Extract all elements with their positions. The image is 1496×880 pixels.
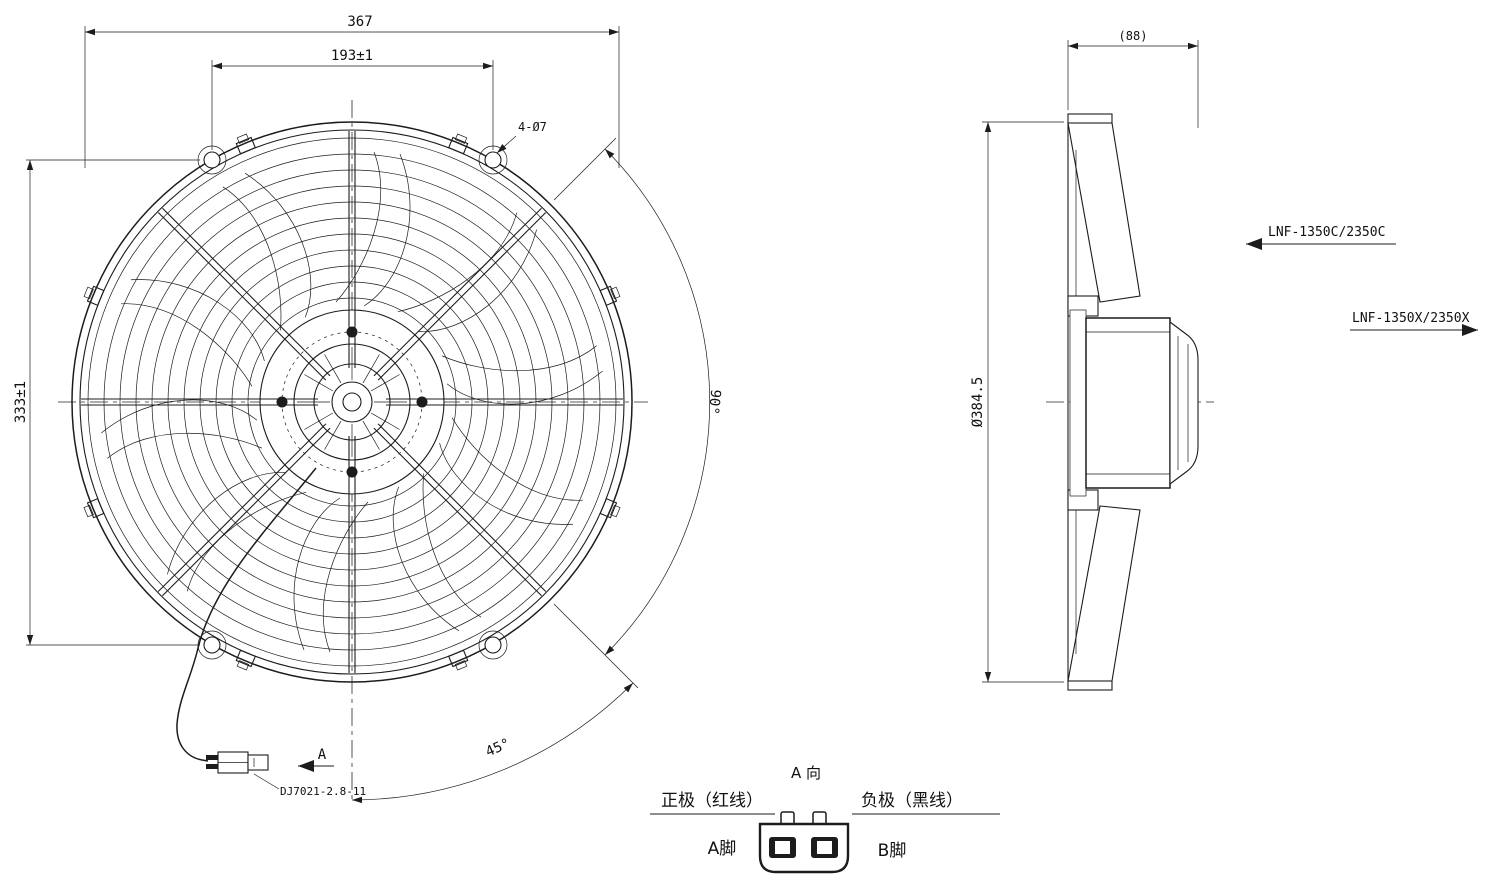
dim-367-label: 367 bbox=[347, 14, 372, 30]
angle-45-label: 45° bbox=[483, 736, 513, 761]
dim-diameter: Ø384.5 bbox=[970, 121, 1064, 683]
model-label-blowing: LNF-1350X/2350X bbox=[1350, 311, 1478, 336]
side-view: (88) Ø384.5 LNF-1350C/2350C LNF-1350X/23… bbox=[970, 29, 1478, 691]
model-label-blowing-text: LNF-1350X/2350X bbox=[1352, 311, 1470, 326]
dim-depth-label: (88) bbox=[1119, 29, 1148, 43]
hub bbox=[259, 309, 445, 495]
view-a-title: A 向 bbox=[791, 764, 821, 782]
angle-90: 90° bbox=[553, 137, 724, 689]
dim-hole-spacing-v: 333±1 bbox=[13, 159, 200, 646]
dim-width-367: 367 bbox=[84, 14, 620, 168]
motor-assembly bbox=[1067, 295, 1199, 511]
holes-note-label: 4-Ø7 bbox=[518, 120, 547, 134]
angle-90-label: 90° bbox=[705, 389, 724, 416]
wire-connector: DJ7021-2.8-11 bbox=[206, 751, 366, 798]
dim-333-label: 333±1 bbox=[13, 381, 29, 423]
dim-diameter-label: Ø384.5 bbox=[970, 377, 986, 428]
connector-detail: A 向 正极（红线） 负极（黑线） A脚 B脚 bbox=[650, 764, 1000, 874]
dim-depth: (88) bbox=[1067, 29, 1199, 128]
holes-note: 4-Ø7 bbox=[496, 120, 547, 154]
connector-part-label: DJ7021-2.8-11 bbox=[280, 785, 366, 798]
view-arrow-a-label: A bbox=[318, 747, 327, 763]
front-view: 367 193±1 333±1 4-Ø7 90° bbox=[13, 14, 724, 804]
model-label-suction-text: LNF-1350C/2350C bbox=[1268, 225, 1385, 240]
shroud-profile bbox=[1067, 113, 1141, 691]
negative-label: 负极（黑线） bbox=[861, 791, 963, 811]
pin-b-label: B脚 bbox=[878, 841, 907, 861]
angle-45: 45° bbox=[351, 682, 634, 804]
dim-hole-spacing-h: 193±1 bbox=[211, 48, 494, 150]
model-label-suction: LNF-1350C/2350C bbox=[1246, 225, 1396, 250]
connector-plug bbox=[758, 811, 850, 874]
positive-label: 正极（红线） bbox=[661, 791, 763, 811]
mounting-holes bbox=[197, 145, 508, 660]
pin-a-label: A脚 bbox=[708, 839, 737, 859]
outer-rim bbox=[71, 121, 633, 683]
view-arrow-a: A bbox=[298, 747, 334, 772]
dim-193-label: 193±1 bbox=[331, 48, 373, 64]
lead-wire bbox=[176, 467, 317, 762]
